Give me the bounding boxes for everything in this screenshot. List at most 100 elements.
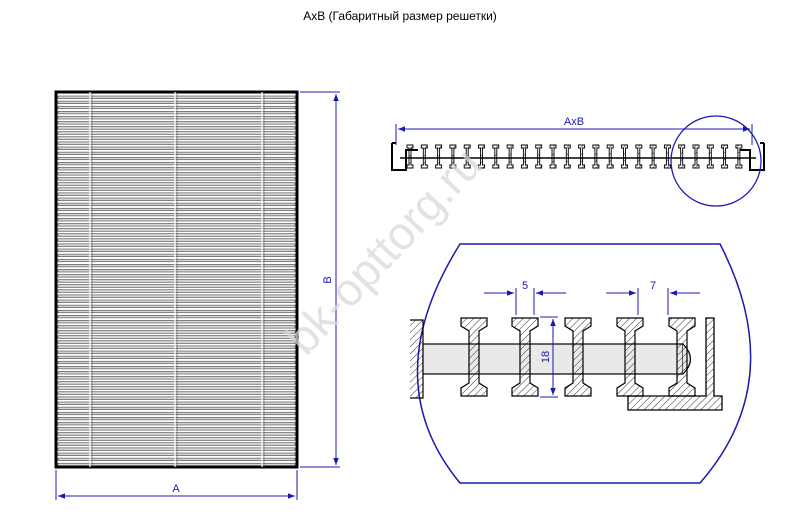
dimension-b-label: B xyxy=(322,276,334,283)
section-bar-profile xyxy=(606,144,614,169)
grate-bar xyxy=(57,284,296,288)
grate-bar xyxy=(57,299,296,303)
dimension-pitch-b-label: 7 xyxy=(650,280,656,292)
grate-bar xyxy=(57,432,296,436)
grate-bar xyxy=(57,207,296,212)
grate-bar xyxy=(57,213,296,217)
grate-bar xyxy=(57,162,296,166)
page-title: AxB (Габаритный размер решетки) xyxy=(303,9,497,23)
section-bar-profile xyxy=(563,144,571,169)
grate-bar xyxy=(57,131,296,135)
dimension-a xyxy=(55,470,298,500)
grate-bar xyxy=(57,182,296,186)
grate-bar xyxy=(57,243,296,247)
section-bar-profile xyxy=(492,144,500,169)
grate-bar xyxy=(57,111,296,115)
grate-bar xyxy=(57,167,296,171)
section-bar-profile xyxy=(520,144,528,169)
section-bar-profile xyxy=(435,144,443,169)
grate-bar xyxy=(57,381,296,385)
grate-bar xyxy=(57,253,296,257)
grate-bar xyxy=(57,452,296,456)
grate-plan-view xyxy=(54,90,299,469)
dimension-b xyxy=(300,91,340,468)
section-bar-profile xyxy=(692,144,700,169)
grate-bar xyxy=(57,105,296,110)
grate-bar xyxy=(57,95,296,99)
detail-bar-profile xyxy=(564,317,592,397)
grate-bar xyxy=(57,218,296,222)
grate-bar xyxy=(57,126,296,130)
grate-bar xyxy=(57,146,296,150)
grate-bar xyxy=(57,427,296,431)
grate-bar xyxy=(57,345,296,349)
grate-bar xyxy=(57,355,296,359)
grate-bar xyxy=(57,376,296,380)
grate-bar xyxy=(57,202,296,206)
dimension-pitch-a xyxy=(484,288,566,315)
section-bar-profile xyxy=(506,144,514,169)
grate-bar xyxy=(57,315,296,319)
section-bar-profile xyxy=(721,144,729,169)
grate-bar xyxy=(57,100,296,104)
detail-view xyxy=(410,243,752,484)
grate-bar xyxy=(57,238,296,242)
grate-bar xyxy=(57,269,296,273)
detail-bar-profile xyxy=(511,317,539,397)
section-bar-profile xyxy=(649,144,657,169)
grate-bar xyxy=(57,136,296,140)
grate-bar xyxy=(57,248,296,252)
dimension-depth-label: 18 xyxy=(540,351,552,363)
grate-bar xyxy=(57,371,296,375)
grate-bar xyxy=(57,417,296,421)
dimension-pitch-b xyxy=(606,288,700,315)
section-bar-profile xyxy=(635,144,643,169)
grate-bar xyxy=(57,197,296,201)
grate-bar xyxy=(57,457,296,461)
grate-bar xyxy=(57,187,296,191)
grate-bar xyxy=(57,437,296,441)
grate-bar xyxy=(57,233,296,237)
grate-bar xyxy=(57,304,296,308)
section-bar-profile xyxy=(735,144,743,169)
section-bar-profile xyxy=(535,144,543,169)
grate-bar xyxy=(57,447,296,451)
grate-bar xyxy=(57,411,296,416)
grate-bar xyxy=(57,396,296,400)
grate-bar xyxy=(57,274,296,278)
section-bar-profile xyxy=(549,144,557,169)
grate-bar xyxy=(57,340,296,344)
dimension-depth xyxy=(540,316,558,398)
grate-bar xyxy=(57,121,296,125)
section-bar-profile xyxy=(478,144,485,169)
grate-bar xyxy=(57,264,296,268)
section-bar-profile xyxy=(420,144,428,169)
section-bar-profile xyxy=(663,144,671,169)
grate-bar xyxy=(57,401,296,405)
grate-bar xyxy=(57,172,296,176)
dimension-a-label: A xyxy=(172,483,180,495)
grate-bar xyxy=(57,116,296,120)
grate-bar xyxy=(57,325,296,329)
section-bar-profile xyxy=(592,144,600,169)
grate-bar xyxy=(57,294,296,298)
grate-bar xyxy=(57,320,296,324)
grate-bar xyxy=(57,228,296,232)
grate-bar xyxy=(57,406,296,410)
section-bar-profile xyxy=(578,144,586,169)
grate-bar xyxy=(57,279,296,283)
section-bar-profile xyxy=(678,144,686,169)
grate-bar xyxy=(57,462,296,467)
section-bar-profile xyxy=(406,144,414,169)
section-bar-profile xyxy=(463,144,471,169)
grate-bar xyxy=(57,151,296,155)
grate-bar xyxy=(57,156,296,161)
grate-bar xyxy=(57,360,296,365)
grate-bar xyxy=(57,258,296,263)
grate-bar xyxy=(57,350,296,354)
dimension-section-span-label: AxB xyxy=(564,116,584,128)
section-bar-profile xyxy=(449,144,457,169)
section-bar-profile xyxy=(706,144,714,169)
grate-bar xyxy=(57,386,296,390)
